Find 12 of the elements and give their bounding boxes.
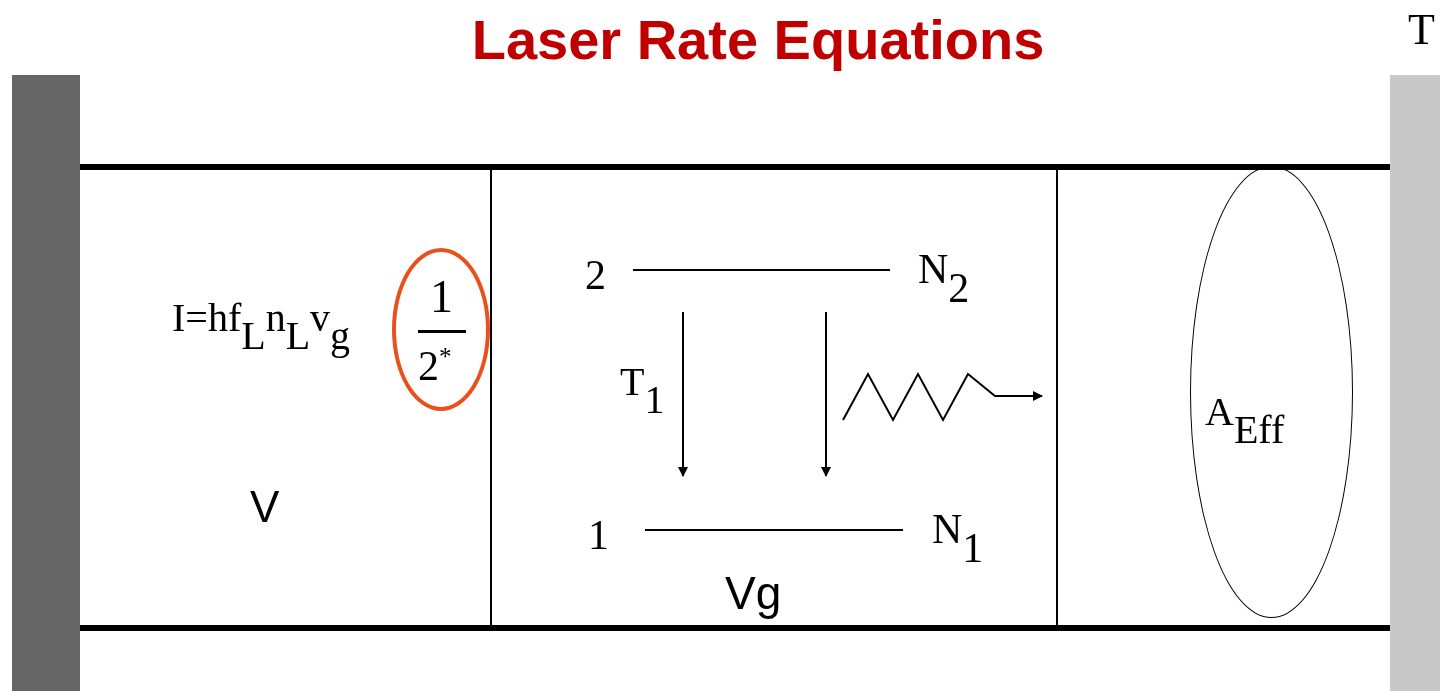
numerator: 1 [430,274,453,320]
highlight-ellipse [392,248,490,411]
level-number: 1 [588,514,609,556]
cavity-section [80,164,492,631]
mirror [12,75,80,691]
mirror [1390,75,1440,691]
denominator: 2$^{*}$ [418,344,452,388]
cut-label: T [1408,8,1435,52]
level-number: 2 [585,254,606,296]
volume-label: V [250,485,280,529]
title: Laser Rate Equations [471,8,1045,71]
cavity-section [490,164,1058,631]
